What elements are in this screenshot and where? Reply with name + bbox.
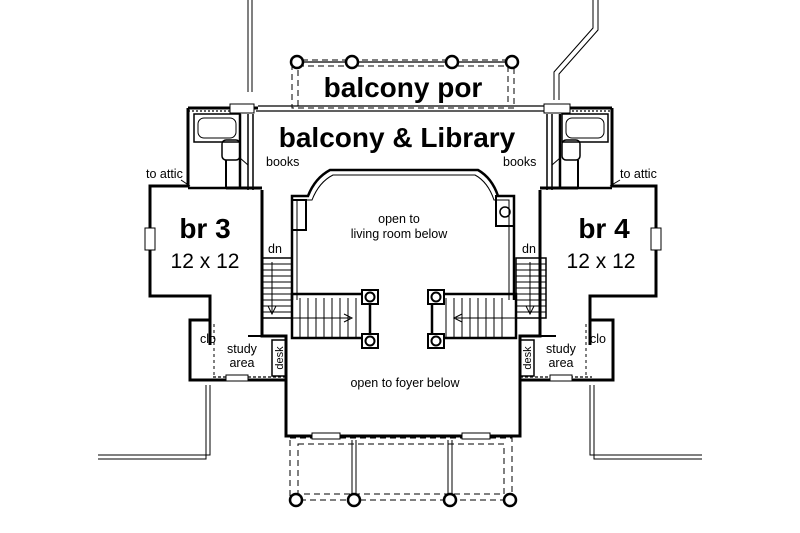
- stair-right-posts: [427, 289, 445, 349]
- to-attic-right-label: to attic: [620, 167, 657, 181]
- balcony-porch: [291, 59, 515, 109]
- books-left-label: books: [266, 155, 299, 169]
- closets: [213, 324, 587, 378]
- study-left-label-2: area: [229, 356, 254, 370]
- desk-right-label: desk: [522, 346, 534, 370]
- porch-columns-bottom: [288, 492, 518, 508]
- open-foyer-label: open to foyer below: [350, 376, 460, 390]
- open-living-label-2: living room below: [351, 227, 449, 241]
- br4-size-label: 12 x 12: [567, 250, 636, 273]
- bookshelves: [239, 114, 561, 190]
- dn-right-label: dn: [522, 242, 536, 256]
- clo-left-label: clo: [200, 332, 216, 346]
- study-right-label-2: area: [548, 356, 573, 370]
- upper-wall-double: [188, 105, 612, 378]
- balcony-library-label: balcony & Library: [279, 122, 516, 153]
- site-lines: [98, 0, 702, 460]
- stair-right: [430, 257, 547, 340]
- stair-left: [261, 257, 372, 340]
- open-to-below-outline: [290, 168, 516, 300]
- clo-right-label: clo: [590, 332, 606, 346]
- br4-name-label: br 4: [578, 213, 630, 244]
- entry-porch: [289, 437, 513, 501]
- desk-left-label: desk: [274, 346, 286, 370]
- desks: [271, 339, 535, 377]
- br3-size-label: 12 x 12: [171, 250, 240, 273]
- study-right-label-1: study: [546, 342, 577, 356]
- books-right-label: books: [503, 155, 536, 169]
- study-left-label-1: study: [227, 342, 258, 356]
- leader-lines: [180, 179, 621, 187]
- balcony-porch-label: balcony por: [324, 72, 483, 103]
- porch-columns-top: [289, 54, 520, 70]
- open-living-label-1: open to: [378, 212, 420, 226]
- to-attic-left-label: to attic: [146, 167, 183, 181]
- br3-name-label: br 3: [179, 213, 230, 244]
- windows: [144, 103, 662, 440]
- stair-left-posts: [361, 289, 379, 349]
- bath-right: [558, 113, 612, 190]
- bath-left: [188, 113, 242, 190]
- dn-left-label: dn: [268, 242, 282, 256]
